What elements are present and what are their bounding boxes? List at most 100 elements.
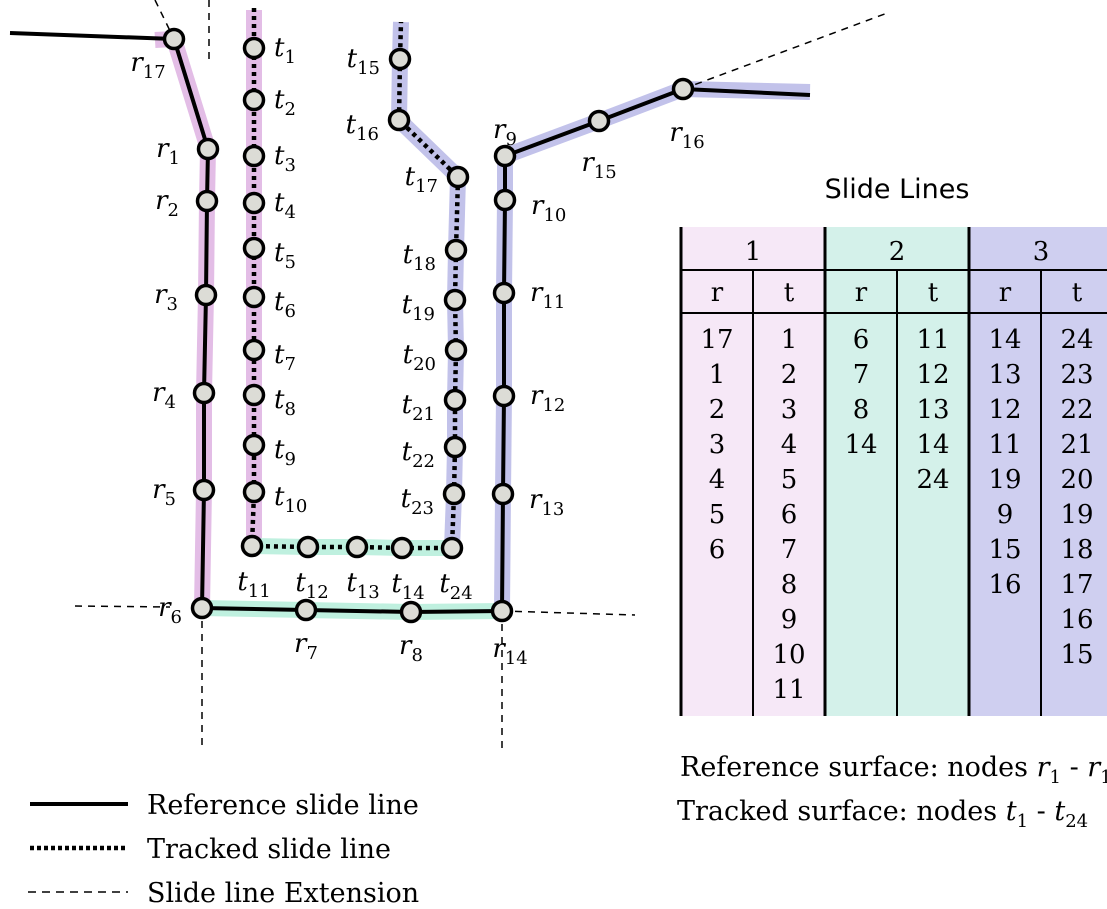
surface-note: Tracked surface: nodes t1 - t24 bbox=[677, 796, 1088, 832]
node-label-r3: r3 bbox=[154, 280, 178, 315]
node-label-r12: r12 bbox=[530, 381, 565, 416]
node-label-t14: t14 bbox=[391, 569, 424, 604]
node-label-r2: r2 bbox=[155, 186, 179, 221]
table-cell-r: 5 bbox=[709, 500, 726, 530]
table-col-header-r: r bbox=[711, 278, 724, 308]
table-cell-t: 22 bbox=[1060, 395, 1093, 425]
node-label-t15: t15 bbox=[347, 44, 380, 79]
node-t2 bbox=[242, 88, 266, 112]
node-t16 bbox=[387, 108, 411, 132]
table-col-header-t: t bbox=[1072, 278, 1083, 308]
surface-notes: Reference surface: nodes r1 - r1Tracked … bbox=[677, 752, 1107, 832]
node-r1 bbox=[196, 137, 220, 161]
legend-label-dashed: Slide line Extension bbox=[147, 878, 419, 909]
table-cell-t: 13 bbox=[916, 395, 949, 425]
table-cell-r: 8 bbox=[853, 395, 870, 425]
node-label-t2: t2 bbox=[274, 85, 296, 120]
nodes bbox=[162, 27, 695, 624]
table-cell-t: 23 bbox=[1060, 360, 1093, 390]
node-r4 bbox=[192, 381, 216, 405]
table-cell-r: 14 bbox=[844, 430, 877, 460]
node-label-r10: r10 bbox=[531, 191, 566, 226]
node-label-t6: t6 bbox=[274, 287, 296, 322]
node-t5 bbox=[242, 236, 266, 260]
table-cell-r: 16 bbox=[988, 570, 1021, 600]
slide-line-extension bbox=[74, 605, 171, 608]
table-cell-r: 4 bbox=[709, 465, 726, 495]
node-label-t8: t8 bbox=[274, 385, 296, 420]
node-label-t23: t23 bbox=[401, 484, 434, 519]
table-cell-t: 6 bbox=[781, 500, 798, 530]
node-label-r9: r9 bbox=[493, 115, 517, 150]
node-r12 bbox=[492, 384, 516, 408]
table-cell-r: 11 bbox=[988, 430, 1021, 460]
node-label-t7: t7 bbox=[274, 340, 296, 375]
legend-label-dotted: Tracked slide line bbox=[147, 834, 391, 865]
node-r14 bbox=[490, 599, 514, 623]
node-r9 bbox=[493, 144, 517, 168]
table-cell-t: 17 bbox=[1060, 570, 1093, 600]
table-cell-r: 3 bbox=[709, 430, 726, 460]
node-t13 bbox=[345, 535, 369, 559]
node-t4 bbox=[242, 191, 266, 215]
node-r11 bbox=[492, 281, 516, 305]
node-t8 bbox=[242, 383, 266, 407]
node-label-t24: t24 bbox=[439, 569, 472, 604]
node-label-t17: t17 bbox=[405, 162, 438, 197]
node-t19 bbox=[443, 288, 467, 312]
node-label-t21: t21 bbox=[402, 390, 435, 425]
node-r3 bbox=[194, 283, 218, 307]
table-cell-r: 6 bbox=[709, 535, 726, 565]
table-cell-t: 2 bbox=[781, 360, 798, 390]
table-group-3-bg bbox=[969, 227, 1107, 716]
node-t9 bbox=[242, 433, 266, 457]
node-label-t10: t10 bbox=[274, 482, 307, 517]
node-label-t3: t3 bbox=[274, 141, 296, 176]
table-title: Slide Lines bbox=[825, 174, 970, 205]
node-label-r14: r14 bbox=[492, 634, 527, 669]
node-label-r8: r8 bbox=[399, 631, 423, 666]
node-t17 bbox=[446, 165, 470, 189]
table-cell-t: 15 bbox=[1060, 640, 1093, 670]
table-cell-t: 24 bbox=[1060, 325, 1093, 355]
node-label-t12: t12 bbox=[295, 568, 328, 603]
table-cell-t: 20 bbox=[1060, 465, 1093, 495]
slide-line-extension bbox=[501, 610, 636, 616]
node-r17 bbox=[162, 27, 186, 51]
table-cell-r: 6 bbox=[853, 325, 870, 355]
node-label-t9: t9 bbox=[274, 435, 296, 470]
node-t7 bbox=[242, 338, 266, 362]
node-label-t20: t20 bbox=[403, 340, 436, 375]
table-cell-t: 18 bbox=[1060, 535, 1093, 565]
node-t15 bbox=[388, 47, 412, 71]
node-label-r11: r11 bbox=[530, 278, 565, 313]
node-label-r4: r4 bbox=[152, 378, 176, 413]
node-t21 bbox=[443, 388, 467, 412]
node-r7 bbox=[294, 598, 318, 622]
table-cell-t: 4 bbox=[781, 430, 798, 460]
slide-line-extension bbox=[682, 11, 891, 90]
node-label-r5: r5 bbox=[152, 475, 176, 510]
table-cell-t: 5 bbox=[781, 465, 798, 495]
node-r5 bbox=[192, 478, 216, 502]
table-col-header-r: r bbox=[855, 278, 868, 308]
table-cell-t: 19 bbox=[1060, 500, 1093, 530]
table-cell-t: 10 bbox=[772, 640, 805, 670]
node-label-t19: t19 bbox=[402, 290, 435, 325]
node-t10 bbox=[242, 480, 266, 504]
table-cell-t: 12 bbox=[916, 360, 949, 390]
table-cell-t: 11 bbox=[916, 325, 949, 355]
node-label-r17: r17 bbox=[130, 48, 165, 83]
table-cell-r: 7 bbox=[853, 360, 870, 390]
node-r10 bbox=[493, 188, 517, 212]
node-label-r13: r13 bbox=[529, 485, 564, 520]
node-r15 bbox=[587, 109, 611, 133]
node-r2 bbox=[195, 189, 219, 213]
table-cell-t: 24 bbox=[916, 465, 949, 495]
table-cell-r: 14 bbox=[988, 325, 1021, 355]
table-cell-r: 1 bbox=[709, 360, 726, 390]
table-cell-t: 11 bbox=[772, 675, 805, 705]
node-label-t18: t18 bbox=[403, 240, 436, 275]
